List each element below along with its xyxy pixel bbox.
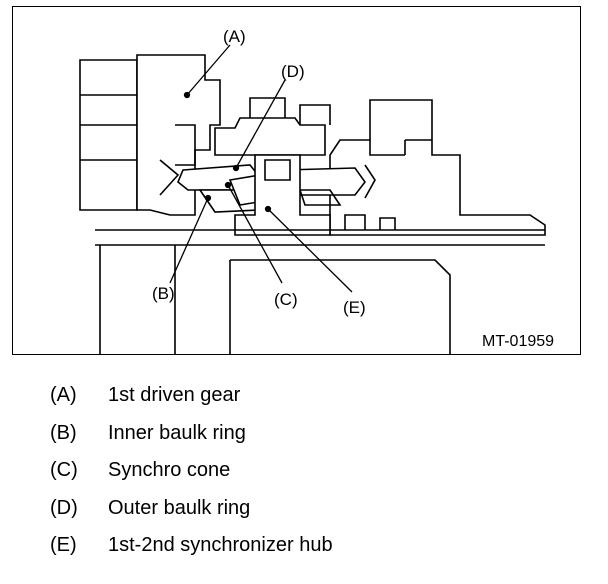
legend-letter: (E): [50, 534, 77, 556]
legend-text: Outer baulk ring: [108, 496, 251, 519]
figure-id-label: MT-01959: [482, 333, 554, 350]
callout-b: (B): [152, 284, 175, 303]
callout-e: (E): [343, 298, 366, 317]
sleeve-upper: [214, 117, 326, 156]
legend-text: Inner baulk ring: [108, 421, 246, 444]
callout-c: (C): [274, 290, 298, 309]
legend-letter: (B): [50, 421, 77, 444]
legend-letter: (D): [50, 496, 78, 519]
legend-text: 1st driven gear: [108, 384, 241, 406]
callout-d: (D): [281, 62, 305, 81]
synchronizer-hub: [234, 154, 331, 236]
legend-letter: (A): [50, 384, 77, 406]
callout-a: (A): [223, 27, 246, 46]
lower-housing: [99, 245, 451, 355]
legend-text: 1st-2nd synchronizer hub: [108, 534, 333, 556]
first-driven-gear: [136, 54, 221, 216]
legend-letter: (C): [50, 459, 78, 481]
main-shaft: [95, 229, 545, 246]
figure-frame: [12, 6, 581, 355]
legend-text: Synchro cone: [108, 459, 231, 481]
left-housing: [79, 59, 138, 211]
